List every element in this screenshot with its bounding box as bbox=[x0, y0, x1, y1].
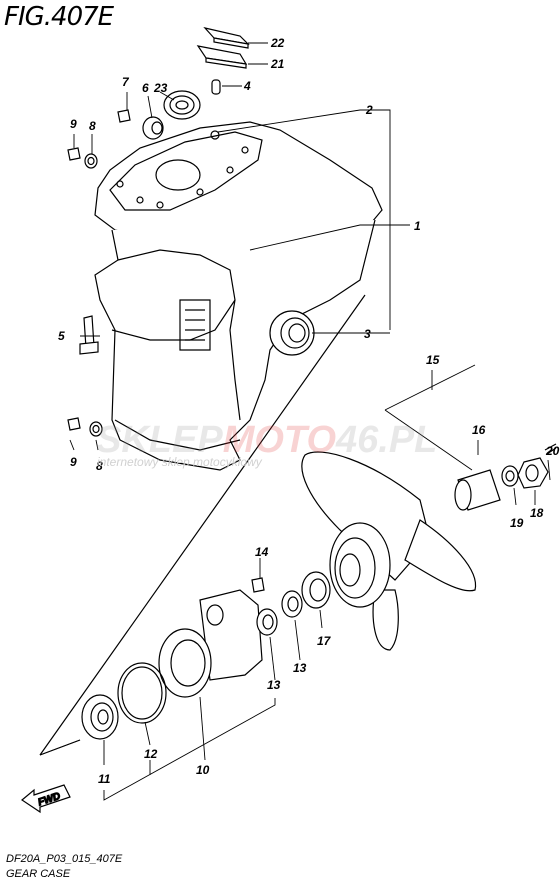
part-23-bearing bbox=[163, 90, 201, 120]
part-11-bearing bbox=[81, 694, 119, 740]
callout-23: 23 bbox=[153, 81, 168, 95]
callout-7: 7 bbox=[122, 75, 130, 89]
callout-15: 15 bbox=[426, 353, 440, 367]
callout-9-upper: 9 bbox=[70, 117, 77, 131]
footer-name: GEAR CASE bbox=[6, 868, 71, 880]
part-19-washer bbox=[501, 465, 519, 487]
part-4-pin bbox=[211, 79, 221, 95]
part-5-bolt bbox=[79, 315, 99, 355]
part-3-seal bbox=[269, 310, 315, 356]
guide-line bbox=[39, 294, 366, 756]
part-14-bolt bbox=[251, 577, 265, 593]
watermark-part3: 46 bbox=[335, 419, 379, 461]
callout-5: 5 bbox=[58, 329, 65, 343]
callout-20: 20 bbox=[545, 444, 560, 458]
part-10-bearing-housing bbox=[158, 589, 263, 698]
callout-21: 21 bbox=[270, 57, 285, 71]
callout-18: 18 bbox=[530, 506, 544, 520]
watermark-part2: MOTO bbox=[223, 419, 336, 461]
callout-19: 19 bbox=[510, 516, 524, 530]
part-13-seal-a bbox=[256, 608, 278, 636]
watermark-part4: .PL bbox=[378, 419, 437, 461]
callout-numbers: 22 21 7 6 23 4 9 8 2 1 5 3 9 8 15 16 20 … bbox=[58, 36, 560, 786]
part-6-bushing bbox=[142, 116, 164, 140]
callout-13-b: 13 bbox=[293, 661, 307, 675]
callout-3: 3 bbox=[364, 327, 371, 341]
part-21-pad bbox=[196, 45, 248, 69]
callout-9-lower: 9 bbox=[70, 455, 77, 469]
callout-6: 6 bbox=[142, 81, 149, 95]
part-13-seal-b bbox=[281, 590, 303, 618]
part-7-bolt bbox=[117, 109, 131, 123]
svg-text:SKLEPMOTO46.PL: SKLEPMOTO46.PL bbox=[96, 419, 437, 461]
callout-1: 1 bbox=[414, 219, 421, 233]
callout-8-upper: 8 bbox=[89, 119, 96, 133]
part-17-seal bbox=[301, 571, 331, 609]
callout-14: 14 bbox=[255, 545, 269, 559]
footer-code: DF20A_P03_015_407E bbox=[6, 853, 123, 865]
part-9-bolt-lower bbox=[67, 417, 81, 431]
callout-13-a: 13 bbox=[267, 678, 281, 692]
fwd-arrow: FWD bbox=[20, 784, 71, 814]
part-8-washer-lower bbox=[89, 421, 103, 437]
watermark-part1: SKLEP bbox=[96, 419, 223, 461]
callout-8-lower: 8 bbox=[96, 459, 103, 473]
part-18-nut bbox=[517, 457, 549, 489]
leader-lines bbox=[39, 42, 551, 801]
part-8-washer-upper bbox=[84, 153, 98, 169]
callout-11: 11 bbox=[98, 772, 111, 786]
callout-17: 17 bbox=[317, 634, 332, 648]
part-9-bolt-upper bbox=[67, 147, 81, 161]
part-16-spacer bbox=[454, 469, 501, 511]
watermark: SKLEPMOTO46.PL internetowy sklep motocyk… bbox=[96, 419, 437, 469]
part-20-cotter-pin bbox=[544, 443, 557, 455]
callout-16: 16 bbox=[472, 423, 486, 437]
part-12-o-ring bbox=[117, 662, 167, 724]
part-15-propeller bbox=[301, 451, 477, 651]
callout-12: 12 bbox=[144, 747, 158, 761]
watermark-tagline: internetowy sklep motocyklowy bbox=[97, 455, 263, 469]
figure-title: FIG.407E bbox=[4, 2, 114, 32]
callout-22: 22 bbox=[270, 36, 285, 50]
part-1-gear-case bbox=[94, 121, 383, 471]
callout-10: 10 bbox=[196, 763, 210, 777]
callout-4: 4 bbox=[243, 79, 251, 93]
part-22-pad bbox=[203, 26, 250, 49]
callout-2: 2 bbox=[365, 103, 373, 117]
